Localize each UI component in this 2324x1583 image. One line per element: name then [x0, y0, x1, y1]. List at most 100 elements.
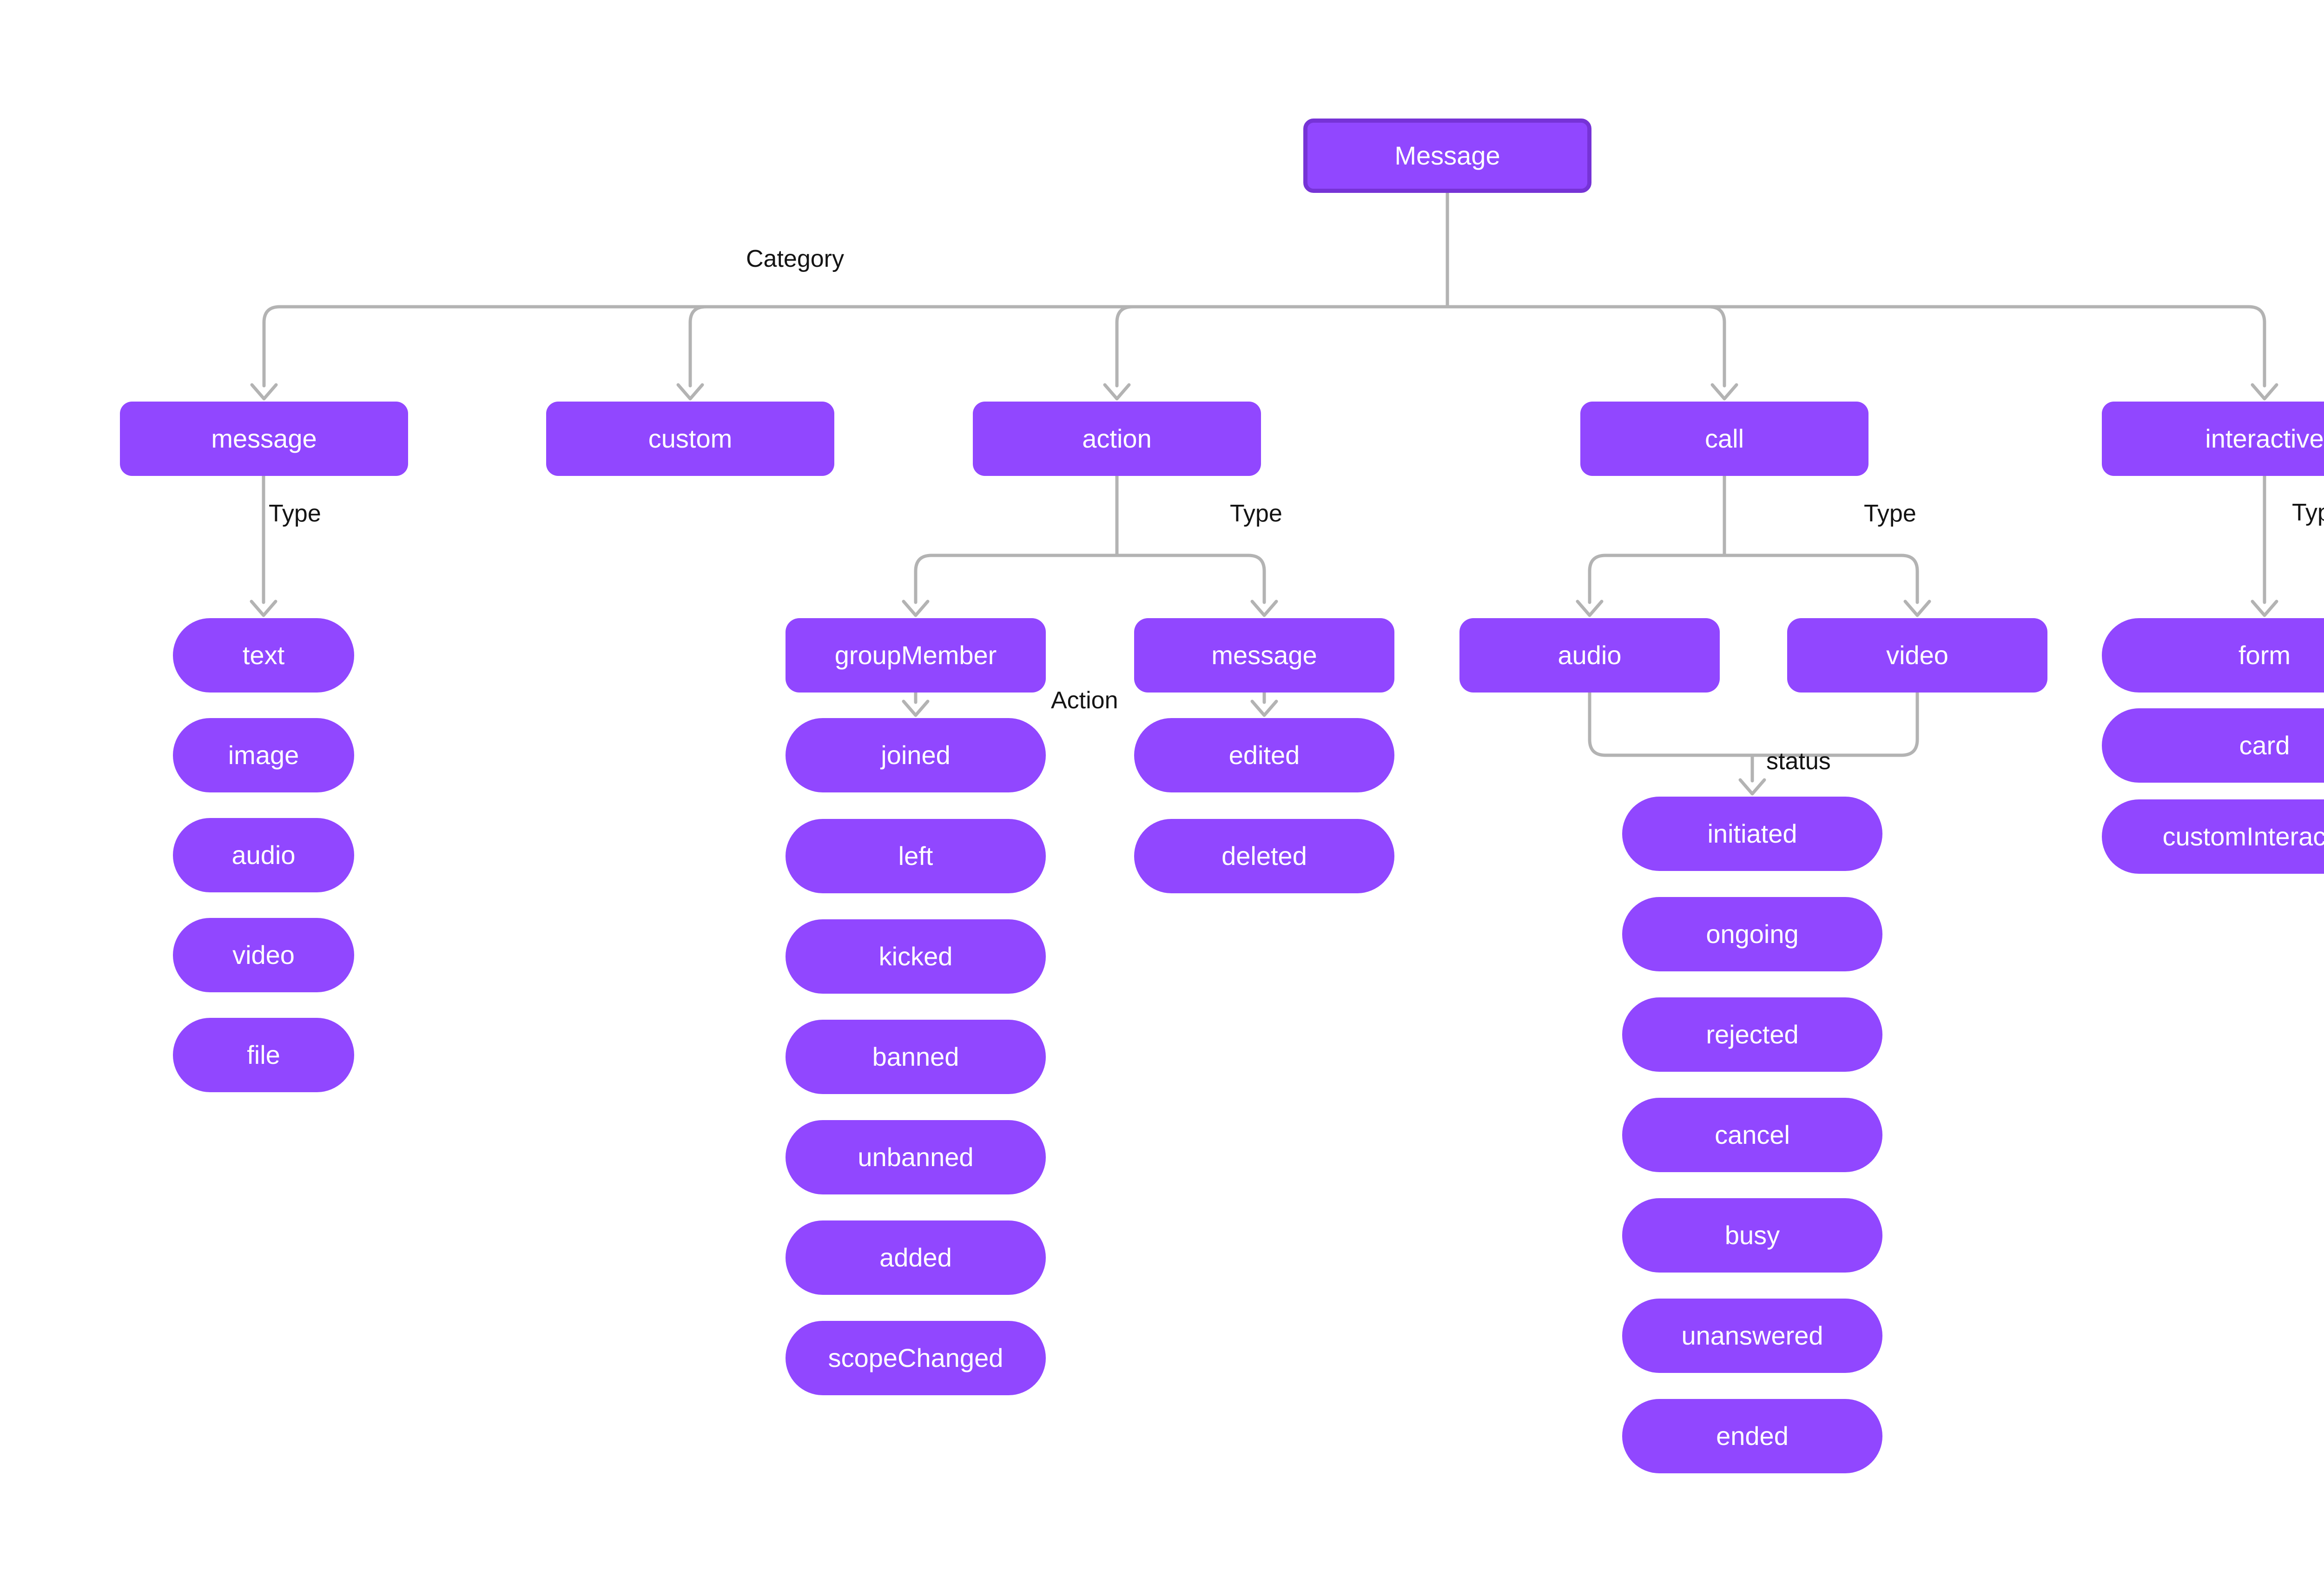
- category-fan-arrow-4: [2251, 383, 2278, 401]
- node-label: video: [232, 940, 295, 970]
- node-label: ongoing: [1706, 919, 1799, 949]
- edge-label-type-interactive: Type: [2292, 499, 2324, 526]
- node-leaf-interactive-2[interactable]: customInteractive: [2102, 799, 2324, 874]
- edge-label-action-group: Action: [1051, 687, 1118, 714]
- node-label: audio: [231, 840, 296, 870]
- node-status-3[interactable]: cancel: [1622, 1098, 1882, 1172]
- node-label: deleted: [1221, 841, 1307, 871]
- node-type-call-audio[interactable]: audio: [1459, 618, 1720, 693]
- category-fan-branch-2: [1115, 305, 1449, 388]
- node-label: banned: [872, 1042, 959, 1072]
- edge-action-type-branch-0: [914, 554, 1119, 604]
- edge-call-status-arrow: [1738, 778, 1766, 796]
- node-label: left: [898, 841, 933, 871]
- category-fan-branch-4: [1446, 305, 2266, 388]
- node-status-5[interactable]: unanswered: [1622, 1299, 1882, 1373]
- node-type-call-video[interactable]: video: [1787, 618, 2047, 693]
- edge-action-message-action-arrow: [1250, 699, 1278, 717]
- node-label: edited: [1228, 740, 1300, 770]
- edge-call-type-arrow-0: [1576, 600, 1604, 617]
- node-label: kicked: [878, 942, 953, 971]
- edge-label-category: Category: [746, 245, 844, 272]
- node-label: video: [1886, 640, 1948, 670]
- node-label: interactive: [2205, 424, 2324, 454]
- node-leaf-groupMember-5[interactable]: added: [786, 1220, 1046, 1295]
- edge-action-type-branch-1: [1115, 554, 1266, 604]
- category-fan-branch-0: [262, 305, 1449, 388]
- category-fan-branch-3: [1446, 305, 1726, 388]
- node-label: card: [2239, 731, 2290, 760]
- category-fan-arrow-2: [1103, 383, 1131, 401]
- edge-label-type-call: Type: [1864, 500, 1916, 527]
- node-leaf-message-2[interactable]: audio: [173, 818, 354, 892]
- edge-label-type-message: Type: [269, 500, 321, 527]
- category-fan-branch-1: [688, 305, 1449, 388]
- node-label: ended: [1716, 1421, 1789, 1451]
- node-label: message: [211, 424, 317, 454]
- edge-message-type-arrow: [250, 600, 277, 617]
- node-status-6[interactable]: ended: [1622, 1399, 1882, 1473]
- node-message-root[interactable]: Message: [1303, 119, 1591, 193]
- node-label: form: [2238, 640, 2291, 670]
- node-category-custom[interactable]: custom: [546, 402, 834, 476]
- node-status-0[interactable]: initiated: [1622, 797, 1882, 871]
- edge-label-status-call: status: [1766, 748, 1831, 775]
- edge-call-type-branch-0: [1588, 554, 1726, 604]
- node-leaf-groupMember-4[interactable]: unbanned: [786, 1120, 1046, 1194]
- node-leaf-message-4[interactable]: file: [173, 1018, 354, 1092]
- node-label: audio: [1558, 640, 1622, 670]
- category-fan-arrow-0: [250, 383, 278, 401]
- node-category-interactive[interactable]: interactive: [2102, 402, 2324, 476]
- node-label: file: [247, 1040, 280, 1070]
- node-label: action: [1082, 424, 1152, 454]
- node-leaf-message-3[interactable]: video: [173, 918, 354, 992]
- node-category-call[interactable]: call: [1580, 402, 1868, 476]
- node-status-4[interactable]: busy: [1622, 1198, 1882, 1273]
- node-label: added: [879, 1243, 952, 1273]
- node-label: unbanned: [858, 1142, 974, 1172]
- node-label: rejected: [1706, 1020, 1799, 1049]
- edge-call-status-in-0: [1588, 691, 1754, 757]
- node-label: scopeChanged: [828, 1343, 1004, 1373]
- category-fan-arrow-3: [1710, 383, 1738, 401]
- node-leaf-action-message-0[interactable]: edited: [1134, 718, 1394, 792]
- node-label: Message: [1394, 141, 1500, 171]
- node-label: customInteractive: [2162, 822, 2324, 851]
- edge-action-type-arrow-0: [902, 600, 930, 617]
- node-leaf-interactive-0[interactable]: form: [2102, 618, 2324, 693]
- node-leaf-groupMember-2[interactable]: kicked: [786, 919, 1046, 994]
- node-label: joined: [881, 740, 951, 770]
- node-label: busy: [1724, 1220, 1780, 1250]
- node-label: initiated: [1707, 819, 1797, 849]
- edge-action-type-arrow-1: [1250, 600, 1278, 617]
- node-label: text: [242, 640, 285, 670]
- node-label: message: [1211, 640, 1317, 670]
- node-status-1[interactable]: ongoing: [1622, 897, 1882, 971]
- node-leaf-groupMember-6[interactable]: scopeChanged: [786, 1321, 1046, 1395]
- node-category-message[interactable]: message: [120, 402, 408, 476]
- edge-call-type-arrow-1: [1903, 600, 1931, 617]
- node-leaf-message-0[interactable]: text: [173, 618, 354, 693]
- edge-groupMember-action-arrow: [902, 699, 930, 717]
- node-label: image: [228, 740, 299, 770]
- node-status-2[interactable]: rejected: [1622, 997, 1882, 1072]
- edge-call-type-branch-1: [1723, 554, 1919, 604]
- node-leaf-groupMember-1[interactable]: left: [786, 819, 1046, 893]
- node-type-groupMember[interactable]: groupMember: [786, 618, 1046, 693]
- node-leaf-groupMember-3[interactable]: banned: [786, 1020, 1046, 1094]
- node-label: custom: [648, 424, 733, 454]
- node-leaf-interactive-1[interactable]: card: [2102, 708, 2324, 783]
- node-type-action-message[interactable]: message: [1134, 618, 1394, 693]
- node-category-action[interactable]: action: [973, 402, 1261, 476]
- edge-label-type-action: Type: [1230, 500, 1282, 527]
- node-leaf-groupMember-0[interactable]: joined: [786, 718, 1046, 792]
- node-leaf-message-1[interactable]: image: [173, 718, 354, 792]
- node-label: unanswered: [1681, 1321, 1823, 1351]
- node-label: call: [1704, 424, 1744, 454]
- edge-interactive-type-arrow: [2251, 600, 2278, 617]
- edge-call-status-in-1: [1750, 691, 1919, 757]
- category-fan-arrow-1: [676, 383, 704, 401]
- node-leaf-action-message-1[interactable]: deleted: [1134, 819, 1394, 893]
